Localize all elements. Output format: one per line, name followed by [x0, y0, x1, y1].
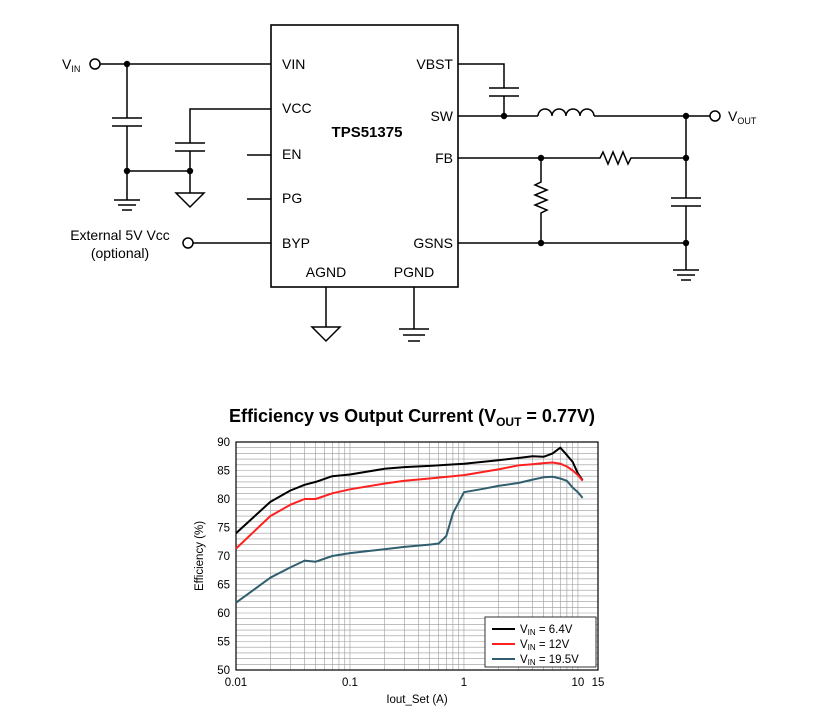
vout-label: VOUT	[728, 108, 757, 126]
byp-terminal	[182, 237, 194, 249]
legend-label: VIN = 6.4V	[520, 624, 573, 637]
vcc-capacitor	[175, 108, 271, 193]
vout-terminal	[709, 110, 721, 122]
ext-vcc-optional: (optional)	[91, 245, 149, 261]
y-tick-label: 90	[217, 437, 230, 449]
pin-gsns: GSNS	[413, 235, 453, 251]
pin-byp: BYP	[282, 235, 310, 251]
x-ticks: 0.01 0.1 1 10 15	[225, 677, 605, 689]
y-tick-label: 75	[217, 523, 230, 535]
efficiency-chart: Efficiency vs Output Current (VOUT = 0.7…	[194, 406, 604, 706]
agnd-ground	[310, 287, 342, 343]
pin-pg: PG	[282, 190, 302, 206]
series-line-2	[235, 461, 584, 550]
pin-vcc: VCC	[282, 100, 312, 116]
legend-label: VIN = 12V	[520, 639, 570, 652]
y-axis-label: Efficiency (%)	[194, 521, 206, 591]
junction-dot	[500, 112, 508, 120]
y-tick-label: 70	[217, 551, 230, 563]
agnd-symbol	[174, 192, 206, 209]
pin-sw: SW	[430, 108, 453, 124]
junction-dot	[682, 239, 690, 247]
chart-title: Efficiency vs Output Current (VOUT = 0.7…	[229, 406, 595, 429]
x-tick-label: 1	[461, 677, 467, 689]
y-tick-label: 85	[217, 466, 230, 478]
x-axis-label: Iout_Set (A)	[386, 694, 448, 706]
chip-body	[270, 24, 459, 288]
y-tick-label: 55	[217, 637, 230, 649]
inductor	[537, 108, 595, 117]
pin-vbst: VBST	[416, 56, 453, 72]
output-ground	[673, 269, 699, 281]
pin-pgnd: PGND	[394, 264, 434, 280]
output-capacitor	[671, 116, 701, 270]
vin-label: VIN	[62, 56, 80, 74]
pin-en: EN	[282, 146, 301, 162]
pin-stubs	[247, 154, 271, 200]
legend: VIN = 6.4V VIN = 12V VIN = 19.5V	[484, 616, 597, 668]
y-ticks: 50 55 60 65 70 75 80 85 90	[217, 437, 230, 677]
junction-dot	[682, 154, 690, 162]
pin-agnd: AGND	[306, 264, 346, 280]
y-tick-label: 65	[217, 580, 230, 592]
series-lines	[235, 446, 584, 604]
vin-capacitor	[112, 64, 142, 200]
ext-vcc-label: External 5V Vcc	[70, 227, 170, 243]
pin-fb: FB	[435, 150, 453, 166]
ground-symbol	[114, 199, 140, 211]
series-line-3	[235, 475, 584, 604]
junction-dot	[186, 167, 194, 175]
vbst-capacitor	[458, 63, 519, 116]
x-tick-label: 0.1	[342, 677, 358, 689]
y-tick-label: 50	[217, 665, 230, 677]
vin-terminal	[89, 58, 101, 70]
series-line-1	[235, 446, 584, 534]
chip-name: TPS51375	[332, 124, 403, 141]
junction-dot	[537, 239, 545, 247]
legend-label: VIN = 19.5V	[520, 654, 579, 667]
x-tick-label: 0.01	[225, 677, 247, 689]
fb-bottom-resistor	[533, 158, 549, 243]
x-tick-label: 10	[572, 677, 585, 689]
x-tick-label: 15	[592, 677, 605, 689]
y-tick-label: 80	[217, 494, 230, 506]
fb-top-resistor	[458, 150, 686, 166]
y-tick-label: 60	[217, 608, 230, 620]
schematic: TPS51375 VIN VCC EN PG BYP VBST SW FB GS…	[62, 24, 757, 343]
plot-frame	[235, 441, 599, 671]
pin-vin: VIN	[282, 56, 305, 72]
pgnd-ground	[399, 287, 429, 342]
